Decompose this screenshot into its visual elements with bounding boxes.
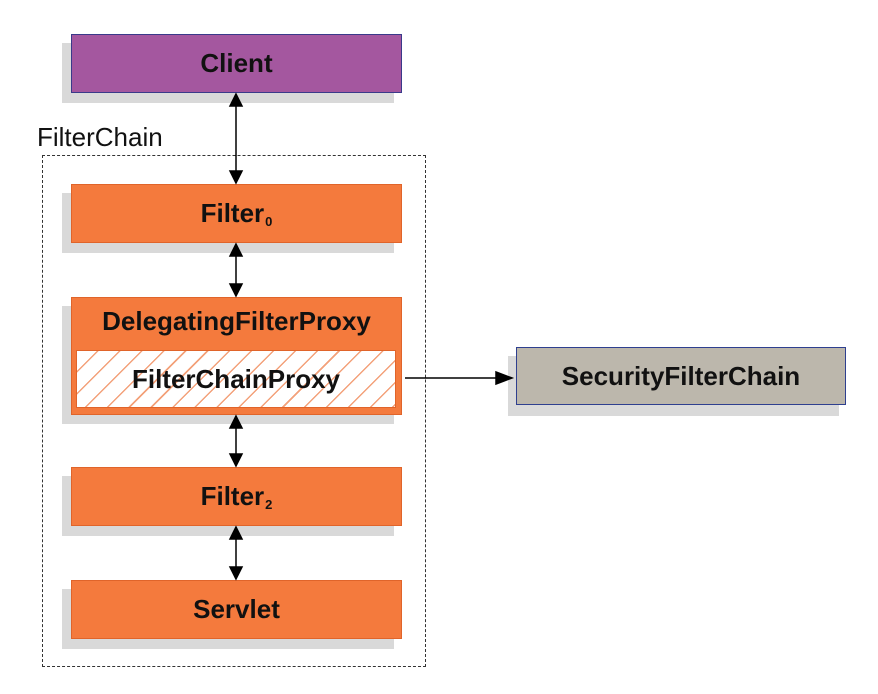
arrowhead-right-sfc: [495, 370, 515, 386]
arrowhead-up-proxy: [228, 414, 244, 429]
client-node: Client: [71, 34, 402, 93]
servlet-node: Servlet: [71, 580, 402, 639]
arrowhead-up-client: [228, 92, 244, 107]
delegating-proxy-label: DelegatingFilterProxy: [102, 305, 371, 336]
client-label: Client: [200, 48, 273, 78]
filter-chain-proxy-label: FilterChainProxy: [131, 363, 341, 394]
arrowhead-up-filter2: [228, 525, 244, 540]
security-filter-chain-label: SecurityFilterChain: [561, 360, 801, 391]
filter-chain-proxy-node: FilterChainProxy: [76, 350, 396, 408]
filter0-label: Filter: [200, 198, 265, 228]
arrowhead-down-filter2: [228, 453, 244, 468]
arrowhead-up-filter0: [228, 242, 244, 257]
arrowhead-down-proxy: [228, 283, 244, 298]
security-filter-chain-node: SecurityFilterChain: [516, 347, 846, 405]
filter2-subscript: 2: [265, 497, 273, 512]
servlet-label: Servlet: [193, 594, 280, 624]
filterchain-label: FilterChain: [37, 122, 163, 152]
arrowhead-down-filter0: [228, 170, 244, 185]
filterchain-group: [42, 155, 426, 667]
filter2-label: Filter: [200, 481, 265, 511]
delegating-proxy-node: DelegatingFilterProxy FilterChainProxy: [71, 297, 402, 415]
filter0-subscript: 0: [265, 214, 273, 229]
arrowhead-down-servlet: [228, 566, 244, 581]
